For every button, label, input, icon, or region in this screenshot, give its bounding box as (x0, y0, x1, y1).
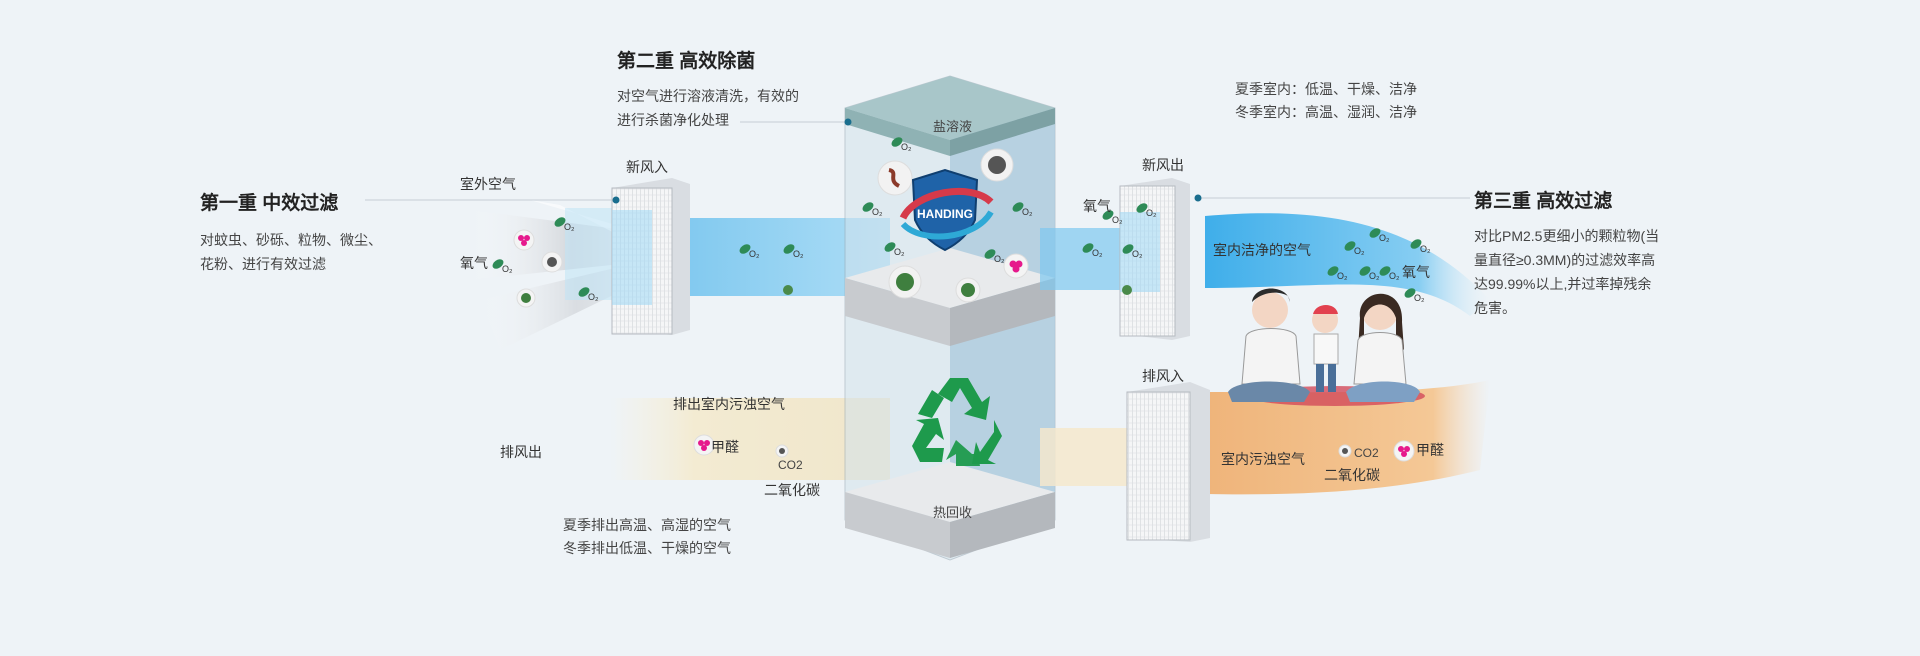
fresh-in-label: 新风入 (626, 159, 668, 175)
svg-text:O₂: O₂ (502, 264, 513, 274)
co2-right (1338, 444, 1352, 458)
outdoor-air-label: 室外空气 (460, 176, 516, 192)
svg-text:O₂: O₂ (1337, 271, 1348, 281)
fresh-out-label: 新风出 (1142, 157, 1184, 173)
stage1-desc-line: 对蚊虫、砂砾、粒物、微尘、 (200, 232, 382, 248)
leader-dots (612, 118, 1202, 204)
svg-text:O₂: O₂ (872, 207, 883, 217)
svg-text:O₂: O₂ (1420, 244, 1431, 254)
svg-text:O₂: O₂ (894, 247, 905, 257)
formaldehyde-in-tower (1003, 253, 1029, 279)
stage3-desc-line: 量直径≥0.3MM)的过滤效率高 (1474, 252, 1656, 268)
dust-cluster (980, 148, 1014, 182)
exhaust-summer-text: 夏季排出高温、高湿的空气 (563, 517, 731, 533)
filter-fresh-in (611, 178, 690, 335)
heat-recovery-label: 热回收 (933, 505, 973, 520)
svg-text:O₂: O₂ (1132, 249, 1143, 259)
family-figures (1228, 288, 1425, 406)
germ-cluster (888, 265, 922, 299)
exhaust-winter-text: 冬季排出低温、干燥的空气 (563, 540, 731, 556)
clean-air-stream (1205, 213, 1490, 316)
stage2-title: 第二重 高效除菌 (617, 51, 756, 72)
exhaust-out-label: 排风出 (500, 444, 542, 460)
stage3-title: 第三重 高效过滤 (1474, 191, 1613, 212)
oxygen-label-mid: 氧气 (1083, 198, 1111, 214)
stage1-title: 第一重 中效过滤 (200, 193, 339, 214)
svg-text:O₂: O₂ (1092, 248, 1103, 258)
germ-cluster-2 (955, 277, 981, 303)
dirty-air-stream (1205, 380, 1490, 495)
filter-fresh-out (1119, 178, 1190, 340)
germ-at-filter (1122, 285, 1132, 295)
indoor-dirty-label: 室内污浊空气 (1221, 451, 1305, 467)
indoor-conditions: 夏季室内：低温、干燥、洁净 冬季室内：高温、湿润、洁净 (1235, 78, 1417, 124)
carbon-dioxide-label-left: 二氧化碳 (764, 482, 820, 498)
stage2-desc-line: 对空气进行溶液清洗，有效的 (617, 88, 799, 104)
indoor-winter-text: 冬季室内：高温、湿润、洁净 (1235, 104, 1417, 120)
svg-text:O₂: O₂ (1022, 207, 1033, 217)
clean-air-label: 室内洁净的空气 (1213, 242, 1311, 258)
svg-text:O₂: O₂ (1146, 208, 1157, 218)
svg-text:O₂: O₂ (1379, 233, 1390, 243)
svg-text:O₂: O₂ (1354, 246, 1365, 256)
pollutant-particles (513, 148, 1415, 462)
svg-text:O₂: O₂ (588, 292, 599, 302)
dust-particle (541, 251, 563, 273)
brand-shield-logo: HANDING (899, 168, 994, 252)
stage3-desc-line: 对比PM2.5更细小的颗粒物(当 (1474, 228, 1660, 244)
stage2-description: 对空气进行溶液清洗，有效的 进行杀菌净化处理 (617, 84, 799, 132)
formaldehyde-left (693, 434, 715, 456)
carbon-dioxide-label-right: 二氧化碳 (1324, 467, 1380, 483)
svg-text:O₂: O₂ (564, 222, 575, 232)
leader-lines (365, 121, 1470, 201)
discharge-dirty-label: 排出室内污浊空气 (673, 396, 785, 412)
oxygen-label-left: 氧气 (460, 255, 488, 271)
stage3-desc-line: 危害。 (1474, 300, 1516, 316)
svg-text:O₂: O₂ (1389, 271, 1400, 281)
svg-text:O₂: O₂ (901, 142, 912, 152)
stage2-desc-line: 进行杀菌净化处理 (617, 112, 729, 128)
oxygen-label-right: 氧气 (1402, 264, 1430, 280)
exhaust-stream-out (610, 398, 890, 480)
co2-label-right: CO2 (1354, 446, 1379, 460)
treatment-tower (844, 75, 1056, 561)
stage1-description: 对蚊虫、砂砾、粒物、微尘、 花粉、进行有效过滤 (200, 228, 382, 276)
formaldehyde-particle (513, 229, 535, 251)
stage1-desc-line: 花粉、进行有效过滤 (200, 256, 326, 272)
stage3-desc-line: 达99.99%以上,并过率掉残余 (1474, 276, 1652, 292)
salt-solution-label: 盐溶液 (933, 119, 973, 134)
germ-particle (516, 288, 536, 308)
formaldehyde-label-right: 甲醛 (1416, 442, 1444, 458)
svg-text:O₂: O₂ (749, 249, 760, 259)
svg-text:O₂: O₂ (793, 249, 804, 259)
stage3-description: 对比PM2.5更细小的颗粒物(当 量直径≥0.3MM)的过滤效率高 达99.99… (1474, 224, 1659, 320)
filter-exhaust-in (1126, 382, 1210, 542)
exhaust-in-label: 排风入 (1142, 368, 1184, 384)
exhaust-conditions: 夏季排出高温、高湿的空气 冬季排出低温、干燥的空气 (563, 514, 731, 560)
svg-text:O₂: O₂ (994, 254, 1005, 264)
co2-label-left: CO2 (778, 458, 803, 472)
germ-particle-small (783, 285, 793, 295)
oxygen-particles: O₂ O₂ O₂ O₂ O₂ O₂ O₂ O₂ O₂ O₂ O₂ O₂ O₂ O… (492, 137, 1431, 303)
indoor-summer-text: 夏季室内：低温、干燥、洁净 (1235, 81, 1417, 97)
svg-text:O₂: O₂ (1369, 271, 1380, 281)
recycle-icon (912, 378, 1002, 466)
formaldehyde-right (1393, 440, 1415, 462)
formaldehyde-label-left: 甲醛 (711, 439, 739, 455)
svg-text:O₂: O₂ (1112, 215, 1123, 225)
brand-logo-text: HANDING (917, 207, 973, 221)
svg-text:O₂: O₂ (1414, 293, 1425, 303)
co2-left (775, 444, 789, 458)
bacteria-particle (877, 160, 913, 196)
